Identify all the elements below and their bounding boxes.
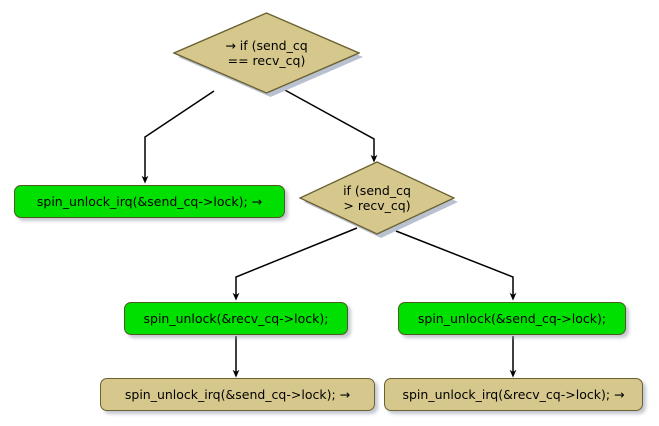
process-unlock-irq-send-bottom[interactable]: spin_unlock_irq(&send_cq->lock); → xyxy=(100,378,375,411)
process-unlock-irq-recv-bottom[interactable]: spin_unlock_irq(&recv_cq->lock); → xyxy=(384,378,643,411)
process-unlock-send[interactable]: spin_unlock(&send_cq->lock); xyxy=(398,302,626,335)
process-unlock-recv[interactable]: spin_unlock(&recv_cq->lock); xyxy=(124,302,348,335)
decision-send-eq-recv[interactable]: → if (send_cq == recv_cq) xyxy=(173,12,363,97)
decision-shape xyxy=(299,161,455,235)
process-unlock-irq-send-bottom-label: spin_unlock_irq(&send_cq->lock); → xyxy=(124,386,351,402)
process-unlock-irq-recv-bottom-label: spin_unlock_irq(&recv_cq->lock); → xyxy=(402,386,625,402)
decision-send-gt-recv[interactable]: if (send_cq > recv_cq) xyxy=(299,161,458,238)
edge-eq-to-unlock-irq-send-top xyxy=(141,90,215,184)
process-unlock-irq-send-top-label: spin_unlock_irq(&send_cq->lock); → xyxy=(36,193,263,209)
decision-send-eq-recv-label: → if (send_cq == recv_cq) xyxy=(225,37,308,68)
process-unlock-irq-send-top[interactable]: spin_unlock_irq(&send_cq->lock); → xyxy=(14,185,285,218)
process-unlock-send-label: spin_unlock(&send_cq->lock); xyxy=(417,310,607,326)
process-unlock-recv-label: spin_unlock(&recv_cq->lock); xyxy=(143,310,329,326)
decision-shape xyxy=(173,12,360,94)
edge-eq-to-decision-gt xyxy=(282,88,378,163)
decision-send-gt-recv-label: if (send_cq > recv_cq) xyxy=(343,182,411,213)
edge-gt-to-unlock-send xyxy=(395,230,517,301)
